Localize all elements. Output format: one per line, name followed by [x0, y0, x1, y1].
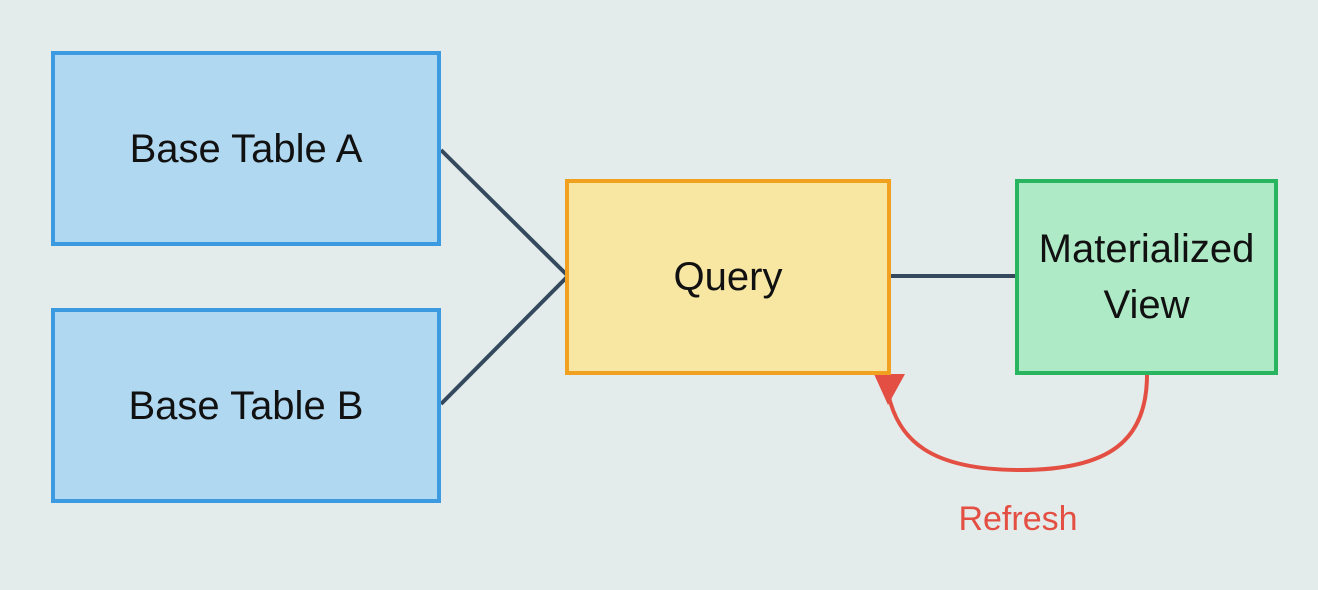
connector-table-b-to-query: [439, 274, 570, 406]
base-table-a-node: Base Table A: [51, 51, 441, 246]
connector-table-a-to-query: [439, 148, 570, 278]
query-label: Query: [673, 255, 783, 299]
base-table-a-label: Base Table A: [129, 126, 363, 171]
refresh-arrow: [886, 374, 1149, 473]
materialized-view-node: Materialized View: [1015, 179, 1278, 375]
base-table-b-node: Base Table B: [51, 308, 441, 503]
refresh-label: Refresh: [958, 500, 1078, 538]
base-table-b-label: Base Table B: [128, 383, 364, 428]
refresh-arrowhead: [874, 374, 905, 405]
materialized-view-label: Materialized View: [1038, 227, 1255, 327]
query-node: Query: [565, 179, 891, 375]
